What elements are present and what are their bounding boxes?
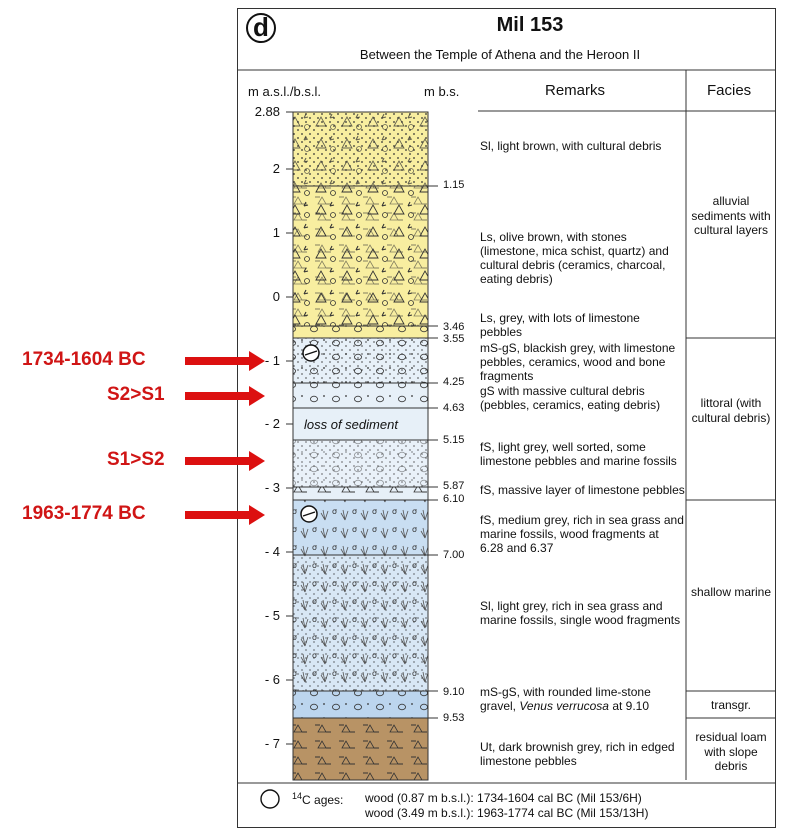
- y-tick-label: - 2: [264, 416, 280, 431]
- header-mbs: m b.s.: [424, 84, 460, 99]
- remark-layer-10-depth: at 9.10: [612, 699, 650, 713]
- y-tick-label: - 4: [264, 544, 280, 559]
- y-tick-label: - 1: [264, 353, 280, 368]
- c14-legend-label: 14C ages:: [292, 791, 343, 807]
- remark-layer-7: fS, massive layer of limestone pebbles: [480, 483, 685, 497]
- remark-layer-4: mS-gS, blackish grey, with limestone peb…: [480, 341, 676, 383]
- annotation-date-2: 1963-1774 BC: [22, 503, 146, 524]
- facies-transgression: transgr.: [710, 698, 752, 712]
- annotation-arrow-2: [185, 386, 265, 406]
- remark-layer-10-species: Venus verrucosa: [519, 699, 609, 713]
- annotation-s1-s2: S1>S2: [107, 449, 165, 470]
- y-tick-label: - 6: [264, 672, 280, 687]
- depth-mark: 5.87: [443, 480, 465, 492]
- remark-layer-2: Ls, olive brown, with stones (limestone,…: [480, 230, 669, 286]
- header-facies: Facies: [707, 82, 752, 99]
- y-tick-label: - 3: [264, 480, 280, 495]
- facies-shallow-marine: shallow marine: [690, 585, 772, 599]
- panel-letter: d: [246, 13, 276, 43]
- remark-layer-8: fS, medium grey, rich in sea grass and m…: [480, 513, 684, 555]
- annotation-date-1: 1734-1604 BC: [22, 349, 146, 370]
- depth-mark: 9.10: [443, 686, 465, 698]
- annotation-s2-s1: S2>S1: [107, 384, 165, 405]
- profile-title: Mil 153: [496, 14, 564, 36]
- profile-panel: [237, 8, 776, 828]
- depth-mark: 1.15: [443, 179, 465, 191]
- header-masl: m a.s.l./b.s.l.: [248, 84, 321, 99]
- c14-sample-markers: [300, 344, 320, 523]
- remark-layer-11: Ut, dark brownish grey, rich in edged li…: [480, 740, 675, 768]
- depth-mark: 3.46: [443, 321, 465, 333]
- annotation-arrow-4: [185, 505, 265, 525]
- c14-label-text: C ages:: [302, 793, 344, 807]
- remark-layer-10: mS-gS, with rounded lime-stone gravel, V…: [480, 685, 685, 713]
- y-tick-label: 2: [272, 161, 280, 176]
- y-tick-label: 1: [272, 225, 280, 240]
- remark-layer-9: Sl, light grey, rich in sea grass and ma…: [480, 599, 681, 627]
- y-tick-label: 2.88: [254, 104, 280, 119]
- remark-layer-5: gS with massive cultural debris (pebbles…: [480, 384, 661, 412]
- annotation-arrow-1: [185, 351, 265, 371]
- facies-littoral: littoral (with cultural debris): [691, 396, 771, 425]
- remark-layer-6: fS, light grey, well sorted, some limest…: [480, 440, 677, 468]
- y-tick-label: - 5: [264, 608, 280, 623]
- depth-mark: 9.53: [443, 712, 465, 724]
- c14-superscript: 14: [292, 791, 303, 801]
- y-tick-label: 0: [272, 289, 280, 304]
- c14-legend-circle: [260, 789, 280, 809]
- depth-mark: 5.15: [443, 434, 465, 446]
- gap-label: loss of sediment: [304, 417, 398, 432]
- profile-subtitle: Between the Temple of Athena and the Her…: [359, 47, 641, 62]
- remark-layer-3: Ls, grey, with lots of limestone pebbles: [480, 311, 640, 339]
- remark-layer-1: Sl, light brown, with cultural debris: [480, 139, 662, 153]
- c14-age-line-2: wood (3.49 m b.s.l.): 1963-1774 cal BC (…: [365, 806, 649, 820]
- depth-mark: 4.63: [443, 402, 465, 414]
- depth-mark: 7.00: [443, 549, 465, 561]
- facies-alluvial: alluvial sediments with cultural layers: [691, 194, 771, 237]
- facies-residual-loam: residual loam with slope debris: [695, 730, 767, 773]
- depth-mark: 6.10: [443, 493, 465, 505]
- c14-age-line-1: wood (0.87 m b.s.l.): 1734-1604 cal BC (…: [365, 791, 642, 805]
- remark-layer-10-text: mS-gS, with rounded lime-stone gravel,: [480, 685, 651, 713]
- depth-mark: 3.55: [443, 333, 465, 345]
- annotation-arrow-3: [185, 451, 265, 471]
- header-remarks: Remarks: [545, 82, 606, 99]
- y-tick-label: - 7: [264, 736, 280, 751]
- depth-mark: 4.25: [443, 376, 465, 388]
